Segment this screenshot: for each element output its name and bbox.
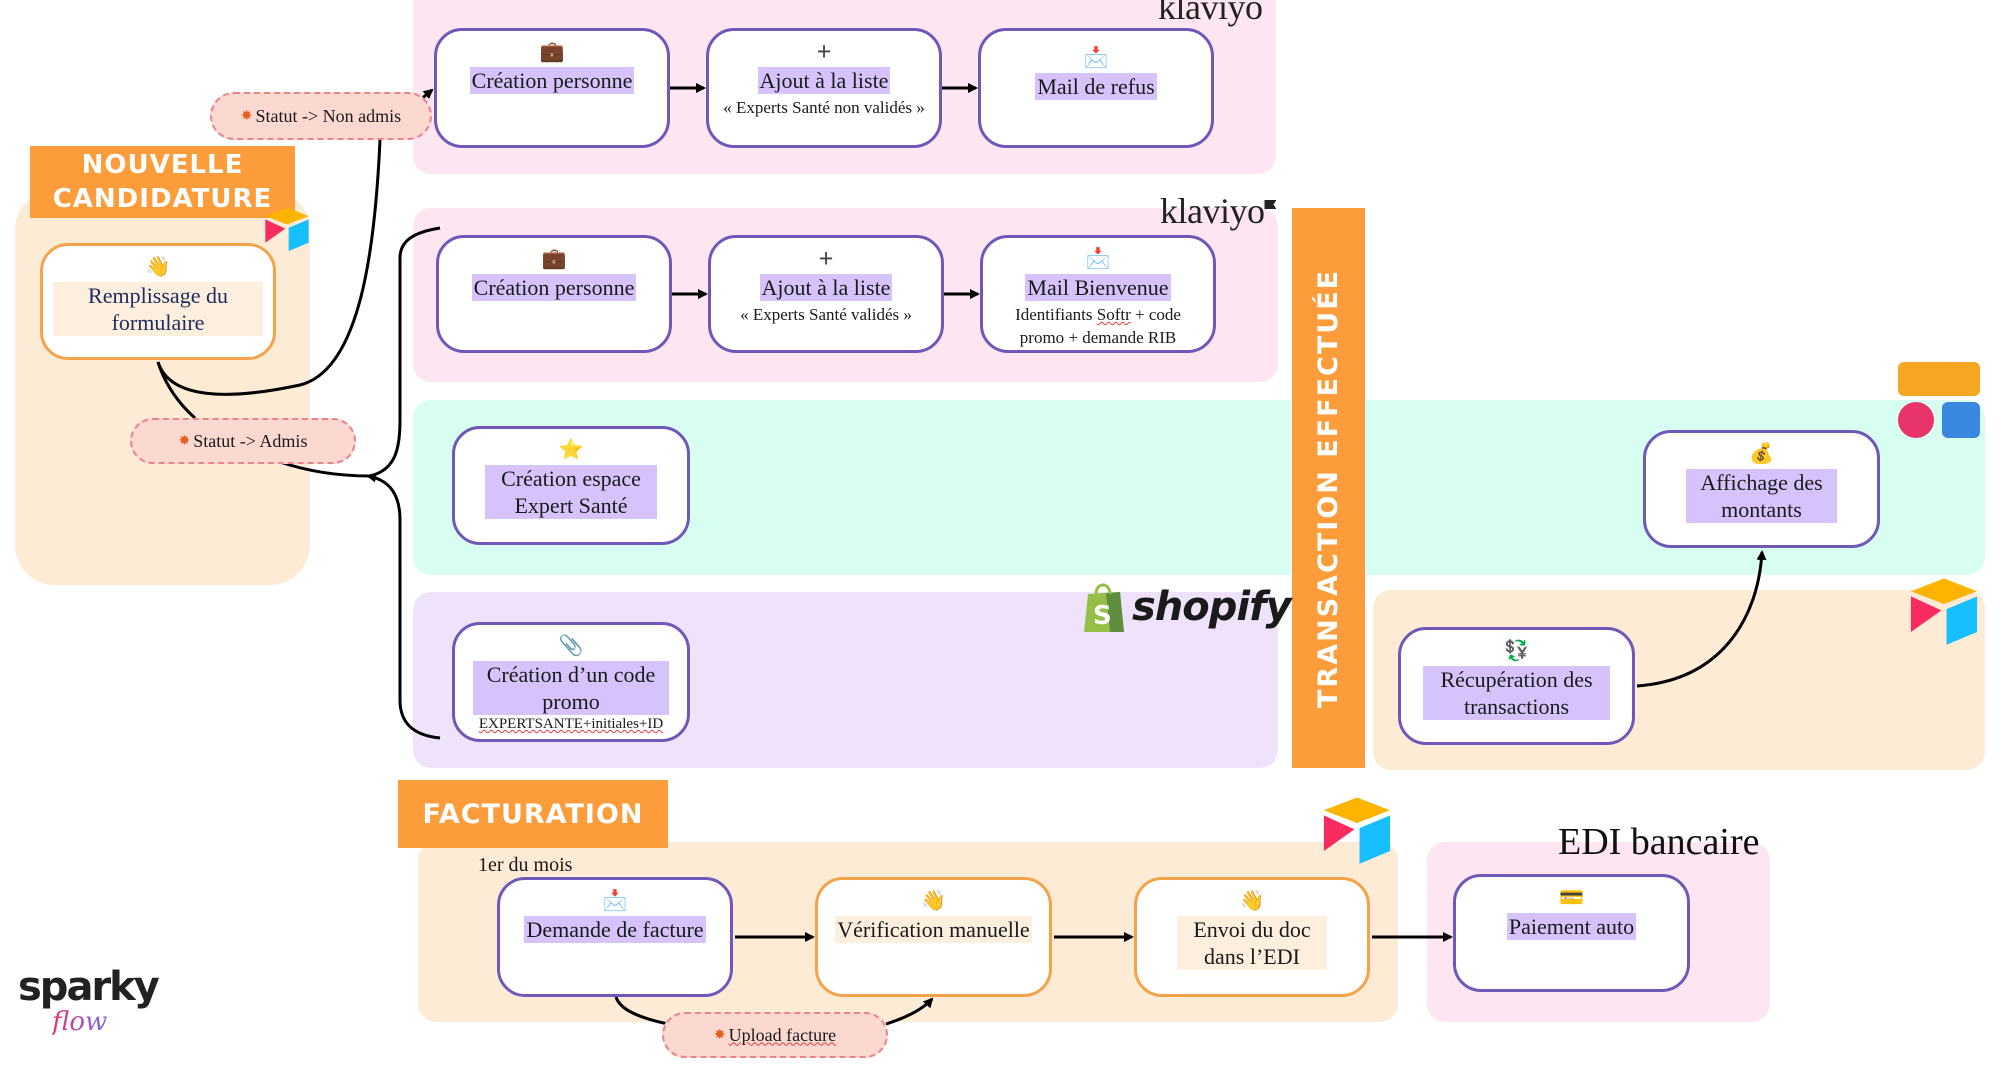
envelope-icon: 📩 (602, 890, 628, 912)
node-title: Récupération des transactions (1423, 666, 1610, 720)
waving-hand-icon: 👋 (921, 890, 946, 912)
node-title: Paiement auto (1506, 913, 1637, 940)
flow-wordmark: flow (52, 1009, 168, 1035)
node-title: Création personne (471, 274, 637, 301)
branch-down (366, 472, 441, 740)
arrow-form-to-nonadmis (156, 139, 382, 396)
envelope-icon: 📩 (1085, 248, 1111, 270)
credit-card-icon: 💳 (1559, 887, 1584, 909)
node-recuperation-transactions[interactable]: 💱 Récupération des transactions (1398, 627, 1635, 745)
branch-up (369, 226, 441, 478)
node-paiement-auto[interactable]: 💳 Paiement auto (1453, 874, 1690, 992)
node-refus-ajout-liste[interactable]: + Ajout à la liste « Experts Santé non v… (706, 28, 942, 148)
plus-icon: + (818, 244, 834, 273)
node-verification-manuelle[interactable]: 👋 Vérification manuelle (815, 877, 1052, 997)
klaviyo-logo-mid: klaviyo (1160, 190, 1277, 232)
briefcase-icon: 💼 (539, 41, 565, 63)
paperclip-icon: 📎 (558, 635, 584, 657)
softr-shape-circle (1898, 402, 1934, 438)
shopify-logo: S shopify (1080, 580, 1292, 634)
node-mail-bienvenue[interactable]: 📩 Mail Bienvenue Identifiants Softr + co… (980, 235, 1216, 353)
node-title: Mail de refus (1035, 73, 1157, 100)
node-title: Affichage des montants (1686, 469, 1837, 523)
sparky-wordmark: sparky (18, 964, 160, 1010)
node-title: Création espace Expert Santé (485, 465, 657, 519)
facturation-header: FACTURATION (398, 780, 668, 848)
node-title: Remplissage du formulaire (53, 282, 263, 336)
facturation-note: 1er du mois (478, 854, 573, 876)
node-subtitle: « Experts Santé non validés » (723, 98, 925, 117)
subtitle-softr: Softr (1096, 305, 1131, 324)
subtitle-part: + code promo + demande RIB (1019, 305, 1181, 347)
status-non-admis-pill: ✸Statut -> Non admis (210, 92, 432, 140)
node-title: Création d’un code promo (473, 661, 669, 715)
node-envoi-edi[interactable]: 👋 Envoi du doc dans l’EDI (1134, 877, 1370, 997)
airtable-logo-facturation (1323, 797, 1391, 864)
node-title: Ajout à la liste (757, 67, 891, 94)
node-subtitle: Identifiants Softr + code promo + demand… (993, 303, 1203, 349)
node-demande-facture[interactable]: 📩 Demande de facture (497, 877, 733, 997)
upload-facture-pill: ✸Upload facture (662, 1012, 888, 1058)
star-icon: ⭐ (558, 439, 584, 461)
pill-label: Upload facture (728, 1024, 837, 1045)
softr-shape-square (1942, 402, 1980, 438)
softr-logo (1898, 362, 1980, 438)
airtable-logo-transactions (1910, 578, 1978, 645)
klaviyo-flag-icon (1264, 200, 1277, 209)
sparky-flow-logo: sparky flow (18, 965, 168, 1055)
burst-icon: ✸ (713, 1027, 726, 1043)
node-creation-espace[interactable]: ⭐ Création espace Expert Santé (452, 426, 690, 545)
plus-icon: + (816, 37, 832, 66)
node-title: Vérification manuelle (835, 916, 1032, 943)
pill-label: Statut -> Admis (193, 430, 308, 451)
node-title: Création personne (469, 67, 635, 94)
status-admis-pill: ✸Statut -> Admis (130, 418, 356, 464)
waving-hand-icon: 👋 (1239, 890, 1265, 912)
subtitle-part: Identifiants (1015, 305, 1097, 324)
node-admis-ajout-liste[interactable]: + Ajout à la liste « Experts Santé valid… (708, 235, 944, 353)
briefcase-icon: 💼 (541, 248, 567, 270)
edi-title: EDI bancaire (1558, 821, 1760, 863)
node-remplissage-formulaire[interactable]: 👋 Remplissage du formulaire (40, 243, 276, 360)
arrow-form-to-admis (156, 361, 196, 420)
arrow-admis-to-branch (279, 460, 371, 478)
nouvelle-candidature-header: NOUVELLE CANDIDATURE (30, 146, 295, 218)
node-subtitle: « Experts Santé validés » (740, 305, 912, 324)
node-title: Envoi du doc dans l’EDI (1177, 916, 1327, 970)
node-creation-code-promo[interactable]: 📎 Création d’un code promo EXPERTSANTE+i… (452, 622, 690, 742)
softr-shape-top (1898, 362, 1980, 396)
money-bag-icon: 💰 (1749, 443, 1774, 465)
envelope-icon: 📩 (1083, 47, 1109, 69)
svg-text:S: S (1093, 601, 1112, 631)
node-refus-creation-personne[interactable]: 💼 Création personne (434, 28, 670, 148)
arrow-recup-to-affichage (1636, 550, 1767, 688)
shopify-bag-icon: S (1084, 583, 1124, 632)
klaviyo-logo-top: klaviyo (1158, 0, 1263, 27)
node-title: Demande de facture (524, 916, 706, 943)
airtable-logo-candidature (265, 207, 309, 252)
klaviyo-logo-text: klaviyo (1160, 191, 1265, 231)
node-title: Ajout à la liste (759, 274, 893, 301)
arrow-upload-to-verif (885, 997, 934, 1026)
shopify-wordmark: shopify (1132, 584, 1292, 630)
burst-icon: ✸ (240, 108, 253, 124)
node-affichage-montants[interactable]: 💰 Affichage des montants (1643, 430, 1880, 548)
burst-icon: ✸ (178, 433, 191, 449)
pill-label: Statut -> Non admis (255, 105, 402, 126)
arrow-demande-to-upload (614, 996, 669, 1026)
transaction-bar (1292, 208, 1365, 768)
node-title: Mail Bienvenue (1025, 274, 1171, 301)
waving-hand-icon: 👋 (145, 256, 171, 278)
node-subtitle: EXPERTSANTE+initiales+ID (478, 716, 664, 732)
node-admis-creation-personne[interactable]: 💼 Création personne (436, 235, 672, 353)
currency-exchange-icon: 💱 (1504, 640, 1529, 662)
node-mail-refus[interactable]: 📩 Mail de refus (978, 28, 1214, 148)
